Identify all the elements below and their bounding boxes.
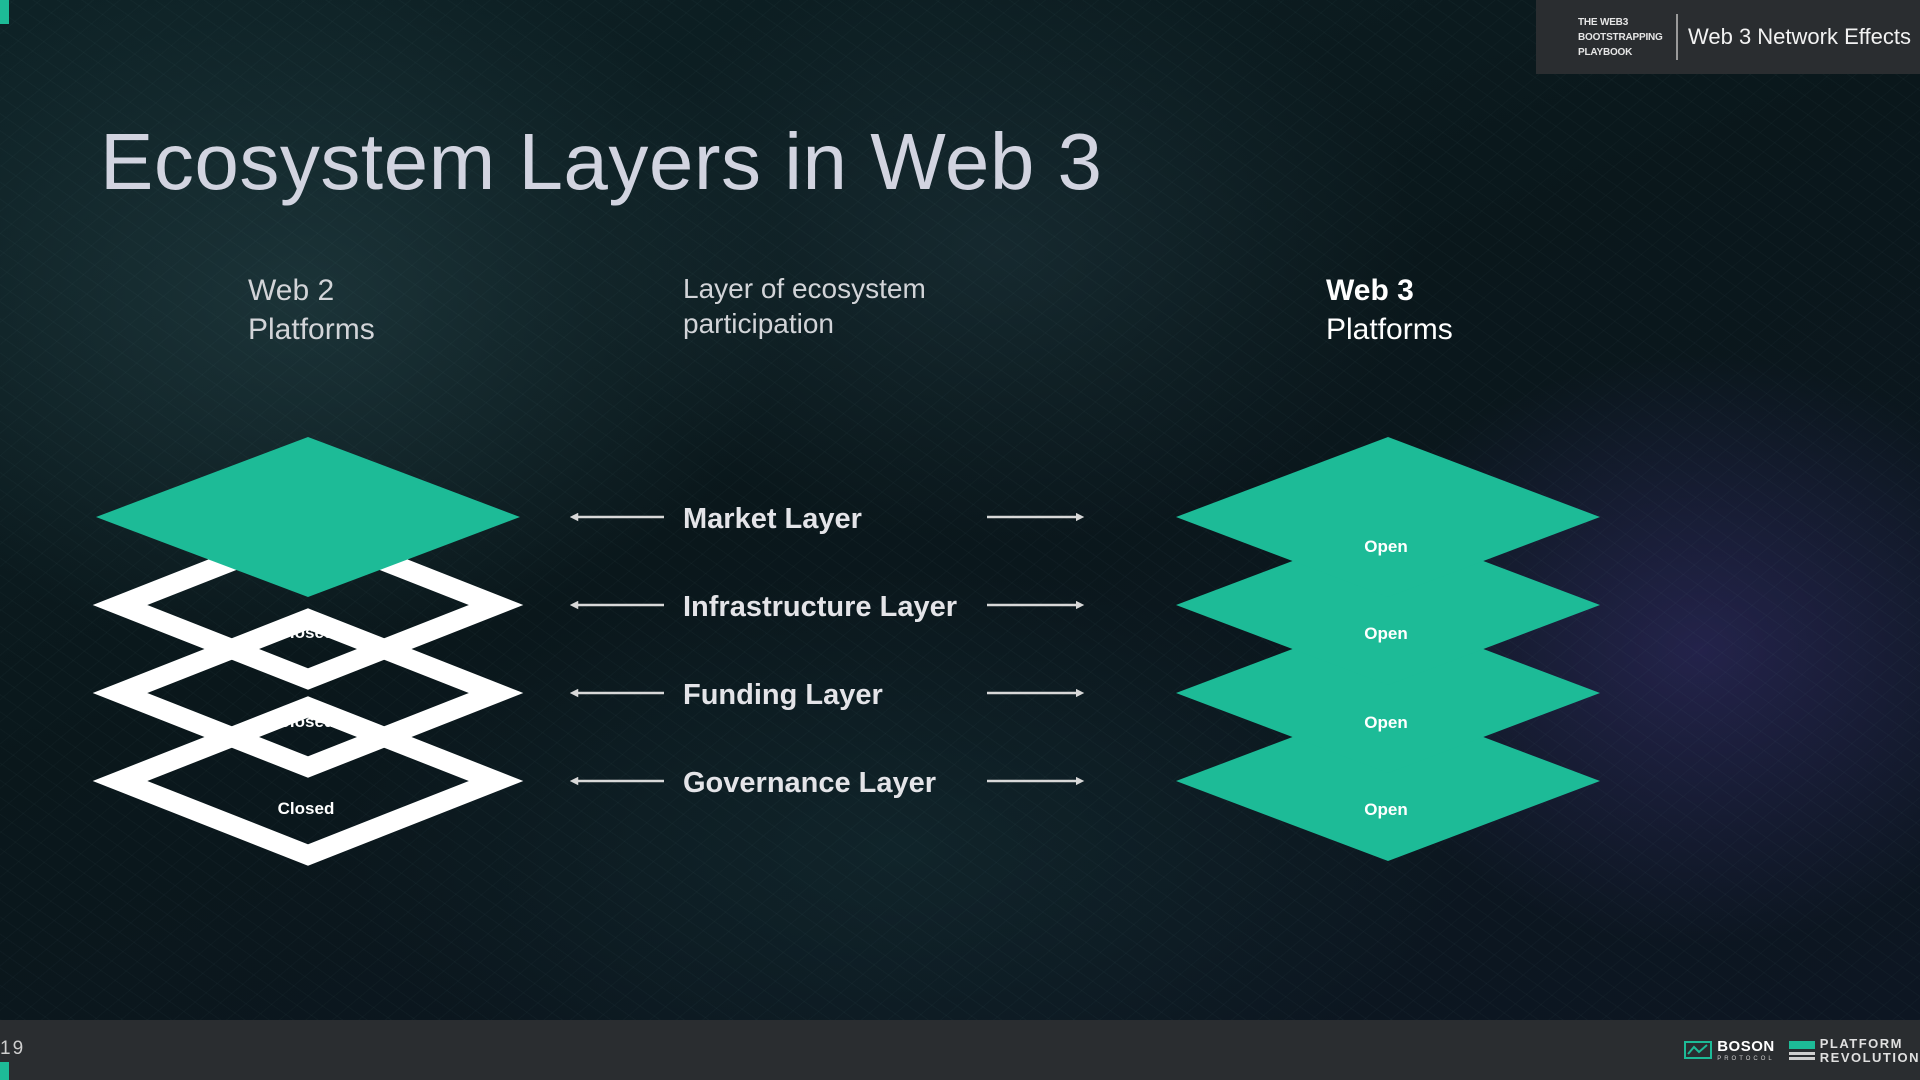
boson-logo: BOSON PROTOCOL xyxy=(1684,1039,1775,1062)
layer-name: Governance Layer xyxy=(683,767,936,799)
platform-revolution-mark-icon xyxy=(1788,1041,1815,1060)
web3-heading-line: Web 3 xyxy=(1326,274,1414,307)
web2-heading-line: Web 2 xyxy=(248,274,335,307)
playbook-badge: THE WEB3 BOOTSTRAPPING PLAYBOOK xyxy=(1578,15,1663,60)
web3-state-label: Open xyxy=(1364,713,1407,732)
header-divider xyxy=(1676,14,1678,60)
section-header: THE WEB3 BOOTSTRAPPING PLAYBOOK Web 3 Ne… xyxy=(1536,0,1920,74)
web2-state-label: Closed xyxy=(278,799,335,818)
playbook-line: THE WEB3 xyxy=(1578,16,1629,28)
boson-logo-sub: PROTOCOL xyxy=(1717,1055,1775,1062)
web2-funding-layer xyxy=(92,608,524,778)
slide-background: THE WEB3 BOOTSTRAPPING PLAYBOOK Web 3 Ne… xyxy=(0,0,1920,1020)
web3-heading-line: Platforms xyxy=(1326,313,1453,346)
section-title: Web 3 Network Effects xyxy=(1688,24,1911,49)
layer-row-infrastructure: Infrastructure Layer xyxy=(569,591,1085,623)
playbook-line: BOOTSTRAPPING xyxy=(1578,31,1663,43)
page-title: Ecosystem Layers in Web 3 xyxy=(100,117,1103,206)
web3-state-label: Open xyxy=(1364,800,1407,819)
platform-revolution-logo: PLATFORM REVOLUTION xyxy=(1788,1035,1920,1065)
web2-infrastructure-layer xyxy=(92,520,524,690)
web3-funding-layer xyxy=(1176,613,1600,773)
layer-heading-line: participation xyxy=(683,308,834,339)
web2-heading-line: Platforms xyxy=(248,313,375,346)
web3-infrastructure-layer xyxy=(1176,525,1600,685)
web2-governance-layer xyxy=(92,696,524,866)
web3-column-heading: Web 3 Platforms xyxy=(1326,271,1453,349)
web2-state-label: Closed xyxy=(278,623,335,642)
playbook-line: PLAYBOOK xyxy=(1578,46,1633,58)
web2-column-heading: Web 2 Platforms xyxy=(248,271,375,349)
layer-name: Market Layer xyxy=(683,503,862,535)
web3-market-layer xyxy=(1176,437,1600,597)
layer-column-heading: Layer of ecosystem participation xyxy=(683,271,926,341)
boson-logo-main: BOSON xyxy=(1717,1037,1775,1055)
ecosystem-layers-diagram: Closed Closed Closed Open Open Open Open… xyxy=(92,437,1600,866)
layer-row-governance: Governance Layer xyxy=(569,767,1085,799)
layer-name: Funding Layer xyxy=(683,679,883,711)
layer-name: Infrastructure Layer xyxy=(683,591,957,623)
web2-state-label: Closed xyxy=(278,712,335,731)
web3-state-label: Open xyxy=(1364,624,1407,643)
layer-row-funding: Funding Layer xyxy=(569,679,1085,711)
platform-logo-main: PLATFORM xyxy=(1819,1035,1904,1051)
footer-accent xyxy=(0,1062,9,1080)
footer-bar: 19 BOSON PROTOCOL PLATFORM REVOLUTION xyxy=(0,1020,1920,1080)
web3-governance-layer xyxy=(1176,701,1600,861)
layer-heading-line: Layer of ecosystem xyxy=(683,273,926,304)
web3-state-label: Open xyxy=(1364,537,1407,556)
page-number: 19 xyxy=(0,1038,26,1059)
corner-accent xyxy=(0,0,9,24)
web2-market-layer xyxy=(96,437,520,597)
partner-logos: BOSON PROTOCOL PLATFORM REVOLUTION xyxy=(1684,1020,1920,1080)
boson-mark-icon xyxy=(1684,1041,1713,1059)
layer-row-market: Market Layer xyxy=(569,503,1085,535)
platform-logo-sub: REVOLUTION xyxy=(1819,1049,1920,1065)
